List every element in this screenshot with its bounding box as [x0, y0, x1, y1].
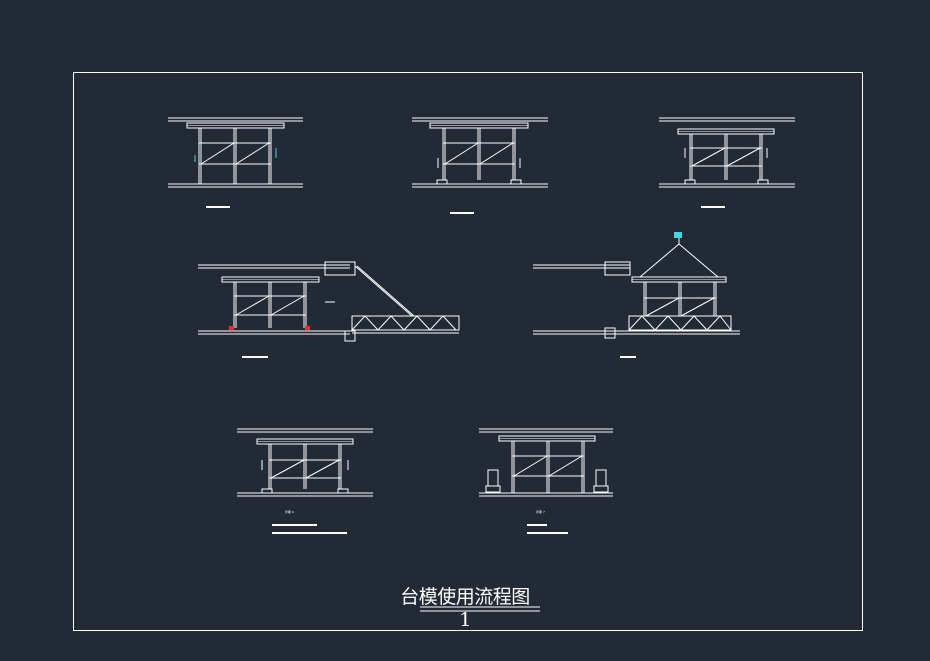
step5-label-bar — [620, 356, 636, 358]
step6-note-bar — [272, 532, 347, 534]
step1-label-bar — [206, 206, 230, 208]
drawing-title: 台模使用流程图1 — [400, 586, 530, 631]
step1-figure — [168, 117, 303, 188]
step4-support-marker-left — [229, 326, 234, 330]
step7-figure — [479, 428, 613, 497]
step5-figure — [533, 238, 740, 339]
step7-underline — [527, 524, 547, 526]
step4-support-marker-right — [305, 326, 310, 330]
drawing-border — [73, 72, 863, 631]
step5-hook-marker — [676, 232, 682, 238]
step3-figure — [659, 117, 795, 188]
step2-figure — [412, 117, 548, 188]
step3-label-bar — [701, 206, 725, 208]
step2-label-bar — [450, 212, 474, 214]
step4-figure — [198, 261, 460, 342]
step6-underline — [272, 524, 317, 526]
step6-label: 步骤 6 — [285, 510, 294, 514]
step7-label: 步骤 7 — [536, 510, 545, 514]
step4-label-bar — [242, 356, 268, 358]
step7-note-bar — [527, 532, 568, 534]
step6-figure — [237, 428, 373, 497]
